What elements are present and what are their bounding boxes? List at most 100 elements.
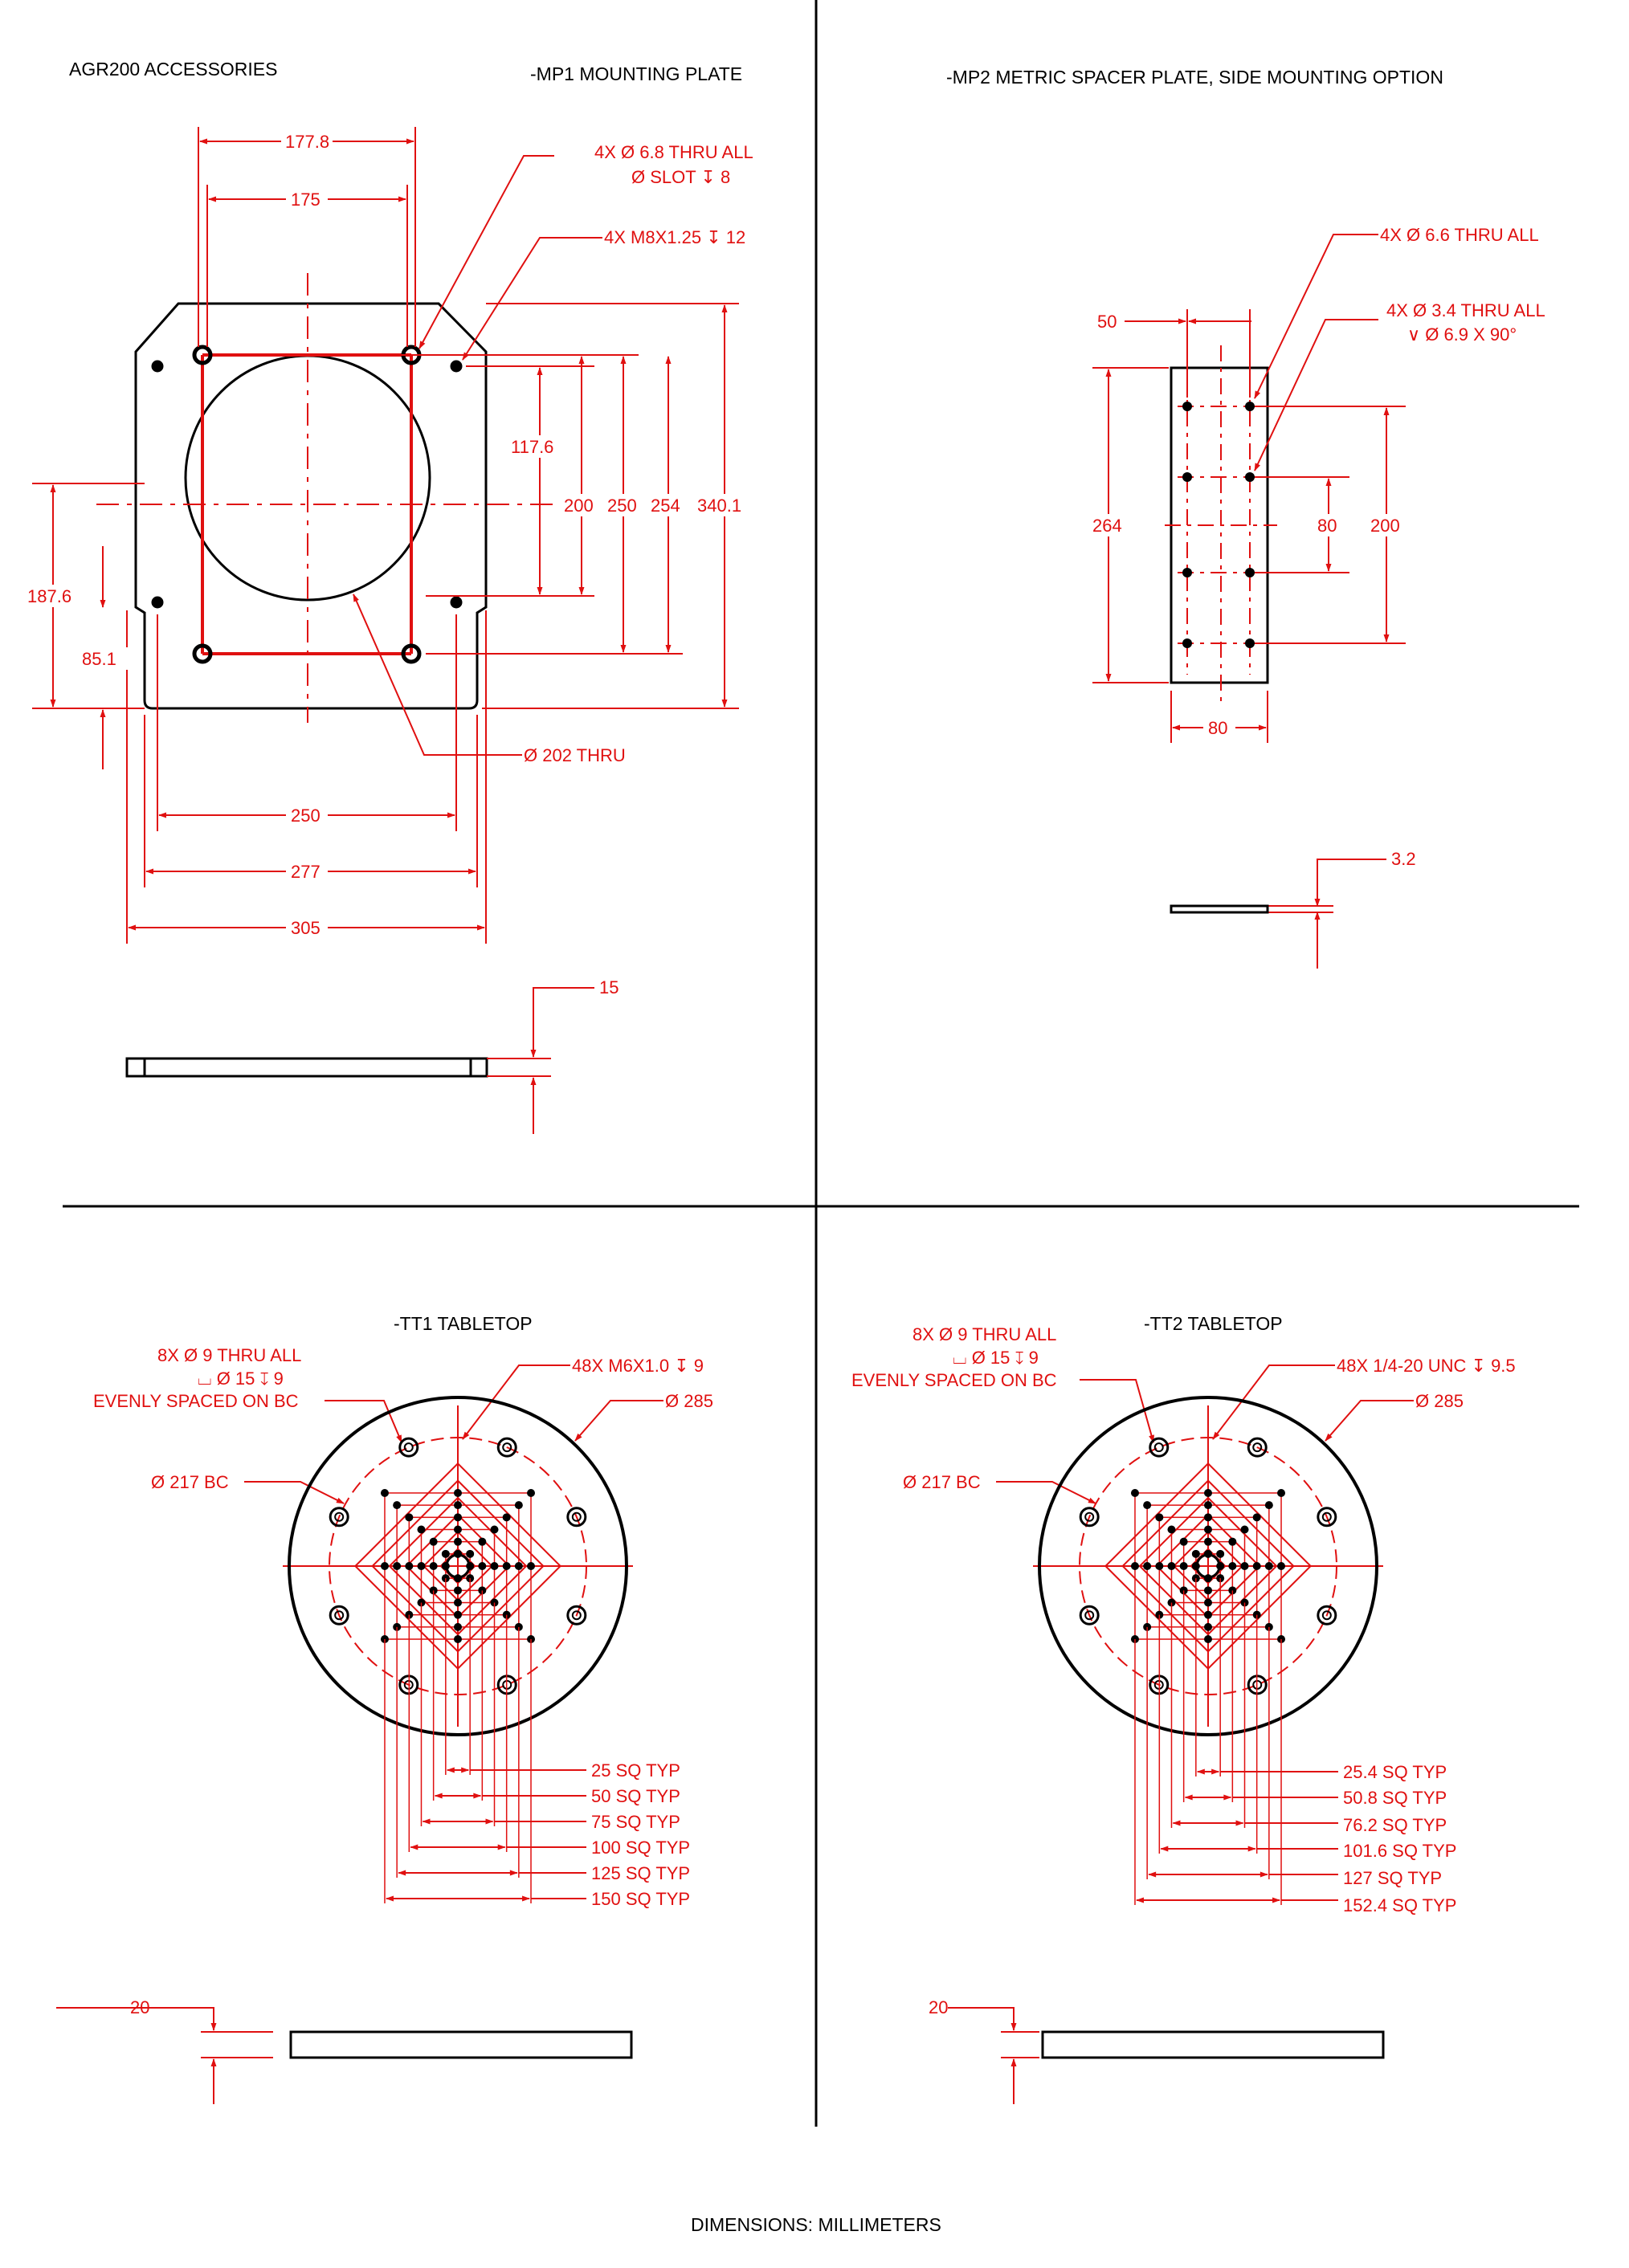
mp1-slot-hole xyxy=(192,345,213,365)
sheet-header: AGR200 ACCESSORIES xyxy=(69,59,278,80)
tt1-sq-125: 125 SQ TYP xyxy=(591,1863,690,1883)
tabletop-tapped-hole xyxy=(1130,1562,1139,1570)
mp1-holes xyxy=(151,345,463,664)
tabletop-outline xyxy=(1038,1396,1378,1736)
tabletop-tapped-hole xyxy=(1204,1635,1212,1644)
tabletop-tapped-hole xyxy=(1264,1562,1273,1570)
mp1-plate-outline xyxy=(134,302,488,710)
tt1-note-8x-c: EVENLY SPACED ON BC xyxy=(93,1391,299,1411)
mp1-dim-177-8: 177.8 xyxy=(285,132,329,152)
mp1-slot-hole xyxy=(401,643,422,664)
mp2-hole xyxy=(1182,472,1192,482)
tabletop-tapped-hole xyxy=(1204,1598,1212,1607)
tt1-note-od: Ø 285 xyxy=(665,1391,713,1411)
tabletop-counterbore-hole-inner xyxy=(1252,1442,1263,1453)
mp1-extension-lines xyxy=(32,127,739,944)
mp1-dim-117-6: 117.6 xyxy=(511,437,553,457)
mp1-view: -MP1 MOUNTING PLATE xyxy=(24,63,753,1134)
tabletop-counterbore-hole-inner xyxy=(502,1442,512,1453)
tt1-title: -TT1 TABLETOP xyxy=(394,1313,533,1334)
tabletop-tapped-hole xyxy=(1204,1525,1212,1534)
tabletop-tapped-hole xyxy=(1191,1549,1200,1558)
mp2-note-countersink: ∨ Ø 6.9 X 90° xyxy=(1407,324,1517,345)
tabletop-tapped-hole xyxy=(1240,1562,1249,1570)
mp1-title: -MP1 MOUNTING PLATE xyxy=(530,63,742,84)
tabletop-tapped-hole xyxy=(454,1488,462,1497)
tabletop-tapped-hole xyxy=(1204,1501,1212,1510)
tt2-note-bc: Ø 217 BC xyxy=(903,1472,981,1492)
tt1-leaders xyxy=(56,1364,663,2104)
tabletop-tapped-hole xyxy=(1264,1501,1273,1510)
tabletop-counterbore-hole-inner xyxy=(1321,1511,1332,1522)
tt2-note-od: Ø 285 xyxy=(1415,1391,1464,1411)
mp1-note-bore: Ø 202 THRU xyxy=(524,745,626,765)
tt1-sq-150: 150 SQ TYP xyxy=(591,1889,690,1909)
tabletop-counterbore-hole xyxy=(566,1507,587,1528)
tabletop-tapped-hole xyxy=(405,1513,414,1522)
mp2-note-holes-a: 4X Ø 6.6 THRU ALL xyxy=(1380,225,1539,245)
tabletop-tapped-hole xyxy=(514,1562,523,1570)
tt1-square-dims xyxy=(384,1578,586,1903)
tabletop-counterbore-hole-inner xyxy=(334,1610,345,1621)
tabletop-tapped-hole xyxy=(454,1598,462,1607)
tabletop-tapped-hole xyxy=(454,1635,462,1644)
tabletop-counterbore-hole-inner xyxy=(1321,1610,1332,1621)
tabletop-tapped-hole xyxy=(1167,1525,1176,1534)
tabletop-tapped-hole xyxy=(454,1525,462,1534)
mp1-dimension-lines xyxy=(50,138,728,931)
tabletop-counterbore-hole-inner xyxy=(571,1511,582,1522)
tabletop-tapped-hole xyxy=(478,1562,487,1570)
tt2-view: -TT2 TABLETOP 8X Ø 9 THRU ALL ⌴ Ø 15 ↧ 9… xyxy=(851,1313,1516,2104)
sheet-dividers xyxy=(63,0,1579,2127)
mp1-tapped-hole xyxy=(151,596,164,609)
tabletop-tapped-hole xyxy=(466,1549,475,1558)
mp1-dim-340-1: 340.1 xyxy=(697,496,741,516)
tabletop-counterbore-hole xyxy=(1317,1507,1337,1528)
tabletop-counterbore-hole xyxy=(566,1605,587,1626)
tabletop-tapped-hole xyxy=(1252,1562,1261,1570)
mp1-dim-200: 200 xyxy=(564,496,594,516)
tabletop-tapped-hole xyxy=(441,1549,450,1558)
mp1-tapped-hole xyxy=(450,360,463,373)
tabletop-outline xyxy=(288,1396,628,1736)
mp2-dim-200: 200 xyxy=(1370,516,1400,536)
mp1-leaders xyxy=(353,155,602,756)
mp2-hole xyxy=(1182,402,1192,411)
tabletop-tapped-hole xyxy=(454,1513,462,1522)
tabletop-tapped-hole xyxy=(405,1562,414,1570)
tt1-note-8x-a: 8X Ø 9 THRU ALL xyxy=(157,1345,301,1365)
tabletop-counterbore-hole-inner xyxy=(1084,1511,1095,1522)
tabletop-tapped-hole xyxy=(454,1610,462,1619)
mp2-center-lines xyxy=(1165,345,1277,704)
tabletop-tapped-hole xyxy=(441,1562,450,1570)
tabletop-tapped-hole xyxy=(1130,1488,1139,1497)
tabletop-tapped-hole xyxy=(380,1562,389,1570)
tabletop-counterbore-hole xyxy=(1079,1507,1100,1528)
mp1-dim-175: 175 xyxy=(291,190,320,210)
tabletop-counterbore-hole xyxy=(398,1437,419,1458)
tabletop-tapped-hole xyxy=(1228,1562,1237,1570)
tt1-table-top-view xyxy=(283,1396,633,1736)
tt2-title: -TT2 TABLETOP xyxy=(1144,1313,1283,1334)
mp1-dim-85-1: 85.1 xyxy=(82,649,116,669)
mp2-dim-50: 50 xyxy=(1097,312,1117,332)
tabletop-tapped-hole xyxy=(514,1501,523,1510)
tabletop-tapped-hole xyxy=(527,1562,536,1570)
mp2-dimension-lines xyxy=(1105,318,1390,731)
mp1-dim-187-6: 187.6 xyxy=(27,586,71,606)
mp1-note-tapped: 4X M8X1.25 ↧ 12 xyxy=(604,227,745,247)
tabletop-counterbore-hole-inner xyxy=(403,1442,414,1453)
tabletop-tapped-hole xyxy=(393,1562,402,1570)
tt2-side-view xyxy=(1041,2030,1385,2059)
mp2-hole xyxy=(1182,568,1192,577)
mp1-dim-277: 277 xyxy=(291,862,320,882)
tt1-dim-thickness: 20 xyxy=(130,1997,149,2017)
tabletop-tapped-hole xyxy=(1216,1562,1225,1570)
tt2-note-8x-b: ⌴ Ø 15 ↧ 9 xyxy=(953,1348,1039,1368)
mp2-holes xyxy=(1182,402,1255,648)
mp1-dim-250-vertical: 250 xyxy=(607,496,637,516)
tabletop-tapped-hole xyxy=(1143,1562,1152,1570)
mp1-tapped-hole xyxy=(151,360,164,373)
tabletop-tapped-hole xyxy=(1143,1501,1152,1510)
